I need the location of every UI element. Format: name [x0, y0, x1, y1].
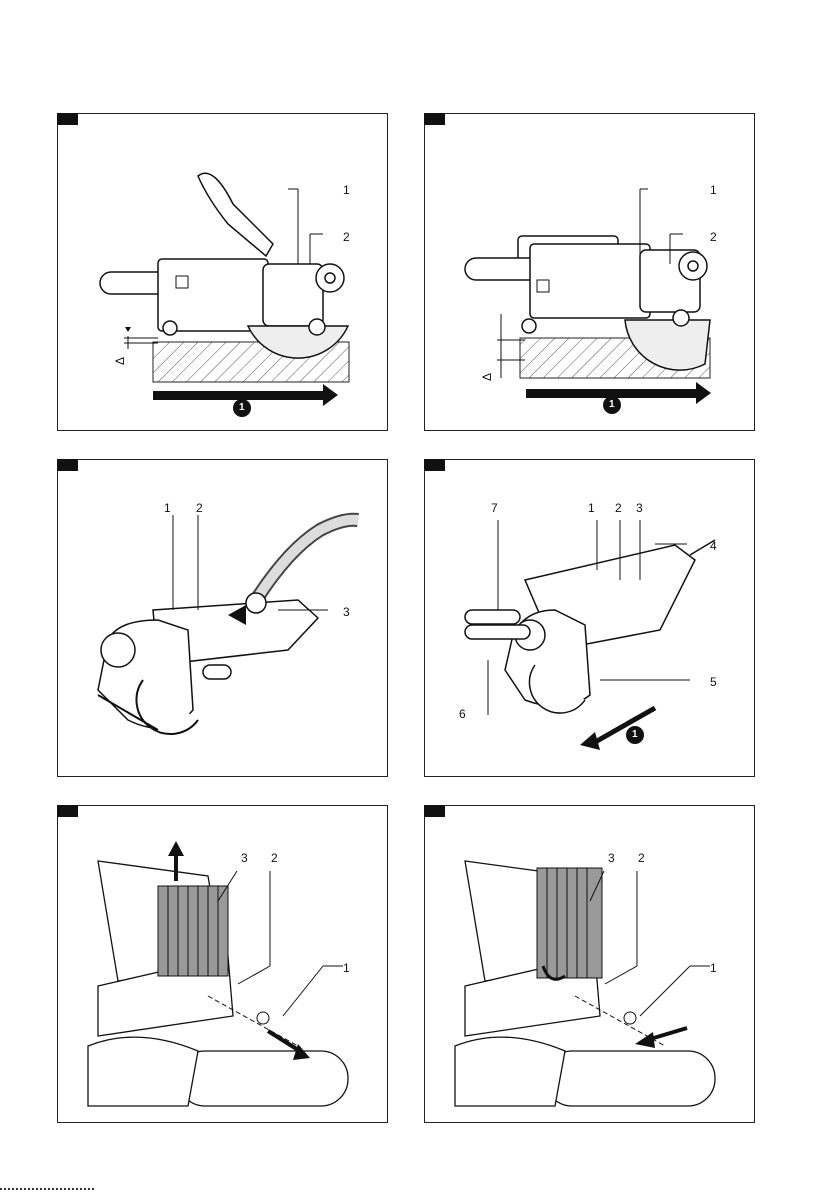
direction-arrow	[153, 391, 323, 400]
callout-1: 1	[343, 961, 350, 975]
figure-panel-5: 3 2 1	[57, 805, 388, 1123]
callout-2: 2	[196, 501, 203, 515]
callout-3: 3	[636, 501, 643, 515]
callout-1: 1	[343, 183, 350, 197]
delta-label: Δ	[480, 373, 494, 381]
step-label: 1	[609, 398, 615, 412]
callout-2: 2	[710, 230, 717, 244]
tool-illustration-brush-removal	[58, 806, 389, 1124]
callout-2: 2	[271, 851, 278, 865]
step-label: 1	[239, 401, 245, 415]
tool-illustration-brush-insertion	[425, 806, 756, 1124]
step-label: 1	[632, 728, 638, 742]
callout-2: 2	[638, 851, 645, 865]
figure-panel-6: 3 2 1	[424, 805, 755, 1123]
callout-2: 2	[615, 501, 622, 515]
callout-1: 1	[164, 501, 171, 515]
figure-panel-4: 7 1 2 3 4 5 6 1	[424, 459, 755, 777]
bottom-rule	[0, 1188, 95, 1190]
tool-illustration-dust-hose	[58, 460, 389, 778]
callout-1: 1	[710, 961, 717, 975]
figure-panel-2: 1 2 Δ 1	[424, 113, 755, 431]
callout-2: 2	[343, 230, 350, 244]
tool-illustration-depth-setting	[58, 114, 389, 432]
callout-3: 3	[241, 851, 248, 865]
callout-4: 4	[710, 539, 717, 553]
callout-1: 1	[588, 501, 595, 515]
callout-1: 1	[710, 183, 717, 197]
callout-3: 3	[608, 851, 615, 865]
figure-panel-1: 1 2 Δ 1	[57, 113, 388, 431]
callout-3: 3	[343, 605, 350, 619]
figure-panel-3: 1 2 3	[57, 459, 388, 777]
callout-7: 7	[491, 501, 498, 515]
callout-5: 5	[710, 675, 717, 689]
callout-6: 6	[459, 707, 466, 721]
delta-label: Δ	[113, 357, 127, 365]
tool-illustration-depth-setting	[425, 114, 756, 432]
